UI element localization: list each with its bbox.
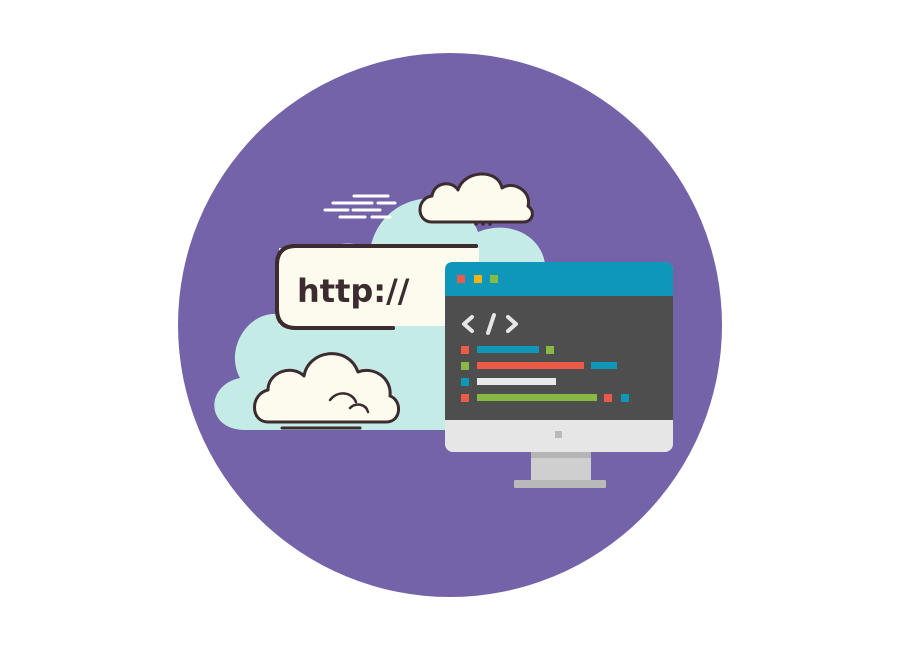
monitor-screen [445, 296, 673, 420]
small-cloud-icon [418, 172, 534, 226]
bottom-cloud-icon [253, 352, 400, 430]
monitor-icon [445, 262, 673, 488]
monitor-base [514, 480, 606, 488]
window-close-dot [457, 275, 465, 283]
motion-lines-icon [323, 194, 397, 219]
power-indicator [555, 431, 562, 438]
window-maximize-dot [490, 275, 498, 283]
window-minimize-dot [474, 275, 482, 283]
code-lines [461, 346, 629, 402]
window-titlebar [445, 262, 673, 296]
browser-url-bar-icon: http:// [275, 244, 479, 330]
url-text: http:// [297, 272, 410, 310]
code-icon [462, 313, 518, 335]
